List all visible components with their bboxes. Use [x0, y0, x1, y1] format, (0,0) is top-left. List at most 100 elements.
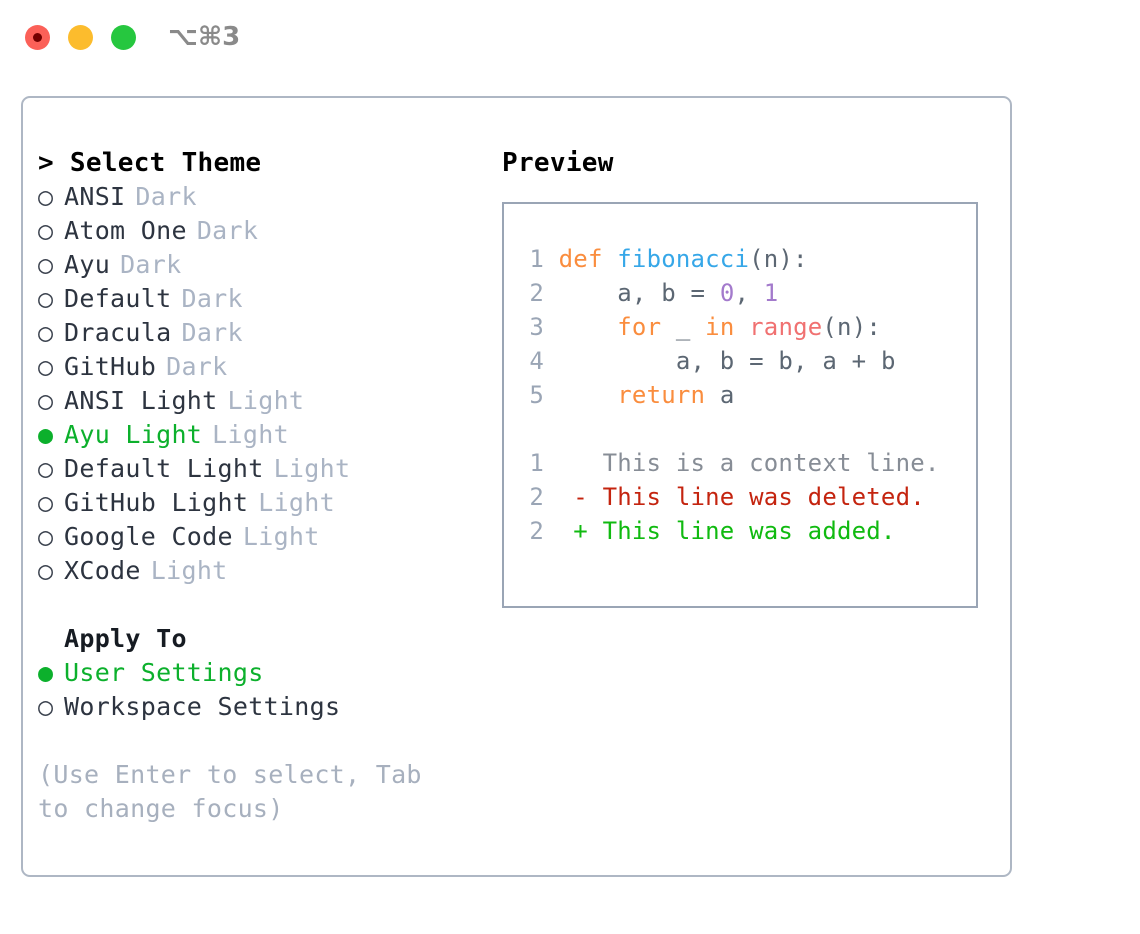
theme-name: Ayu Light	[64, 420, 203, 449]
diff-line-add: 2 + This line was added.	[522, 514, 976, 548]
line-number: 2	[529, 517, 544, 545]
code-line: 5 return a	[522, 378, 976, 412]
code-token: (n):	[749, 245, 808, 273]
theme-option-dracula[interactable]: ○ Dracula Dark	[38, 316, 488, 350]
line-number: 3	[529, 313, 544, 341]
theme-name: Ayu	[64, 250, 111, 279]
apply-to-header-row: Apply To	[38, 622, 488, 656]
code-line: 2 a, b = 0, 1	[522, 276, 976, 310]
code-token: a, b =	[558, 279, 720, 307]
theme-name: Dracula	[64, 318, 172, 347]
code-token: def	[558, 245, 618, 273]
radio-unselected-icon: ○	[38, 556, 54, 585]
theme-variant-tag: Dark	[181, 318, 243, 347]
preview-header: Preview	[502, 148, 614, 178]
theme-variant-tag: Dark	[166, 352, 228, 381]
radio-selected-icon: ●	[38, 658, 54, 687]
theme-name: Atom One	[64, 216, 187, 245]
code-token	[559, 313, 618, 341]
code-token: 0	[719, 279, 735, 307]
theme-variant-tag: Light	[273, 454, 351, 483]
radio-unselected-icon: ○	[38, 352, 54, 381]
preview-column: Preview 1 def fibonacci(n):2 a, b = 0, 1…	[502, 146, 1002, 608]
theme-variant-tag: Light	[212, 420, 289, 449]
apply-to-list: ● User Settings ○ Workspace Settings	[38, 656, 488, 724]
apply-to-option-user-settings[interactable]: ● User Settings	[38, 656, 488, 690]
apply-to-option-label: User Settings	[64, 658, 264, 687]
theme-option-ayu-light[interactable]: ● Ayu Light Light	[38, 418, 488, 452]
radio-unselected-icon: ○	[38, 454, 54, 483]
code-token: range	[749, 313, 823, 341]
diff-sample: 1 This is a context line.2 - This line w…	[522, 446, 976, 548]
diff-text: This is a context line.	[544, 449, 940, 477]
apply-to-marker-placeholder	[38, 622, 64, 656]
window-controls	[25, 25, 136, 50]
radio-unselected-icon: ○	[38, 522, 54, 551]
radio-unselected-icon: ○	[38, 250, 54, 279]
keyboard-hint: (Use Enter to select, Tab to change focu…	[38, 760, 422, 823]
theme-option-atom-one[interactable]: ○ Atom One Dark	[38, 214, 488, 248]
theme-option-github[interactable]: ○ GitHub Dark	[38, 350, 488, 384]
theme-option-ayu[interactable]: ○ Ayu Dark	[38, 248, 488, 282]
theme-variant-tag: Light	[242, 522, 320, 551]
radio-selected-icon: ●	[38, 420, 54, 449]
theme-option-github-light[interactable]: ○ GitHub Light Light	[38, 486, 488, 520]
diff-line-del: 2 - This line was deleted.	[522, 480, 976, 514]
close-button[interactable]	[25, 25, 50, 50]
code-token: ,	[734, 279, 764, 307]
theme-name: GitHub Light	[64, 488, 249, 517]
code-line: 4 a, b = b, a + b	[522, 344, 976, 378]
theme-variant-tag: Light	[150, 556, 228, 585]
line-number: 1	[529, 245, 544, 273]
radio-unselected-icon: ○	[38, 386, 54, 415]
title-bar: ⌥⌘3	[0, 0, 1140, 78]
code-token: return	[617, 381, 706, 409]
code-line: 1 def fibonacci(n):	[522, 242, 976, 276]
code-token: in	[705, 313, 735, 341]
apply-to-option-workspace-settings[interactable]: ○ Workspace Settings	[38, 690, 488, 724]
theme-variant-tag: Light	[258, 488, 335, 517]
radio-unselected-icon: ○	[38, 692, 54, 721]
theme-option-default[interactable]: ○ Default Dark	[38, 282, 488, 316]
theme-name: Default Light	[64, 454, 264, 483]
theme-name: ANSI	[64, 182, 126, 211]
maximize-button[interactable]	[111, 25, 136, 50]
radio-unselected-icon: ○	[38, 182, 54, 211]
apply-to-option-label: Workspace Settings	[64, 692, 341, 721]
code-token: for	[617, 313, 662, 341]
theme-option-google-code[interactable]: ○ Google Code Light	[38, 520, 488, 554]
line-number: 2	[529, 483, 544, 511]
theme-name: GitHub	[64, 352, 157, 381]
theme-variant-tag: Dark	[120, 250, 182, 279]
radio-unselected-icon: ○	[38, 318, 54, 347]
line-number: 2	[529, 279, 544, 307]
code-token	[559, 381, 618, 409]
radio-unselected-icon: ○	[38, 216, 54, 245]
radio-unselected-icon: ○	[38, 284, 54, 313]
code-token: fibonacci	[617, 245, 750, 273]
minimize-button[interactable]	[68, 25, 93, 50]
theme-variant-tag: Dark	[135, 182, 197, 211]
theme-name: Google Code	[64, 522, 233, 551]
diff-text: + This line was added.	[544, 517, 896, 545]
code-line: 3 for _ in range(n):	[522, 310, 976, 344]
theme-name: Default	[64, 284, 172, 313]
theme-variant-tag: Dark	[181, 284, 243, 313]
line-number: 5	[529, 381, 544, 409]
apply-to-label: Apply To	[64, 624, 187, 653]
list-spacer	[38, 588, 488, 622]
theme-option-ansi[interactable]: ○ ANSI Dark	[38, 180, 488, 214]
line-number: 4	[529, 347, 544, 375]
theme-variant-tag: Dark	[196, 216, 259, 245]
theme-option-default-light[interactable]: ○ Default Light Light	[38, 452, 488, 486]
radio-unselected-icon: ○	[38, 488, 54, 517]
